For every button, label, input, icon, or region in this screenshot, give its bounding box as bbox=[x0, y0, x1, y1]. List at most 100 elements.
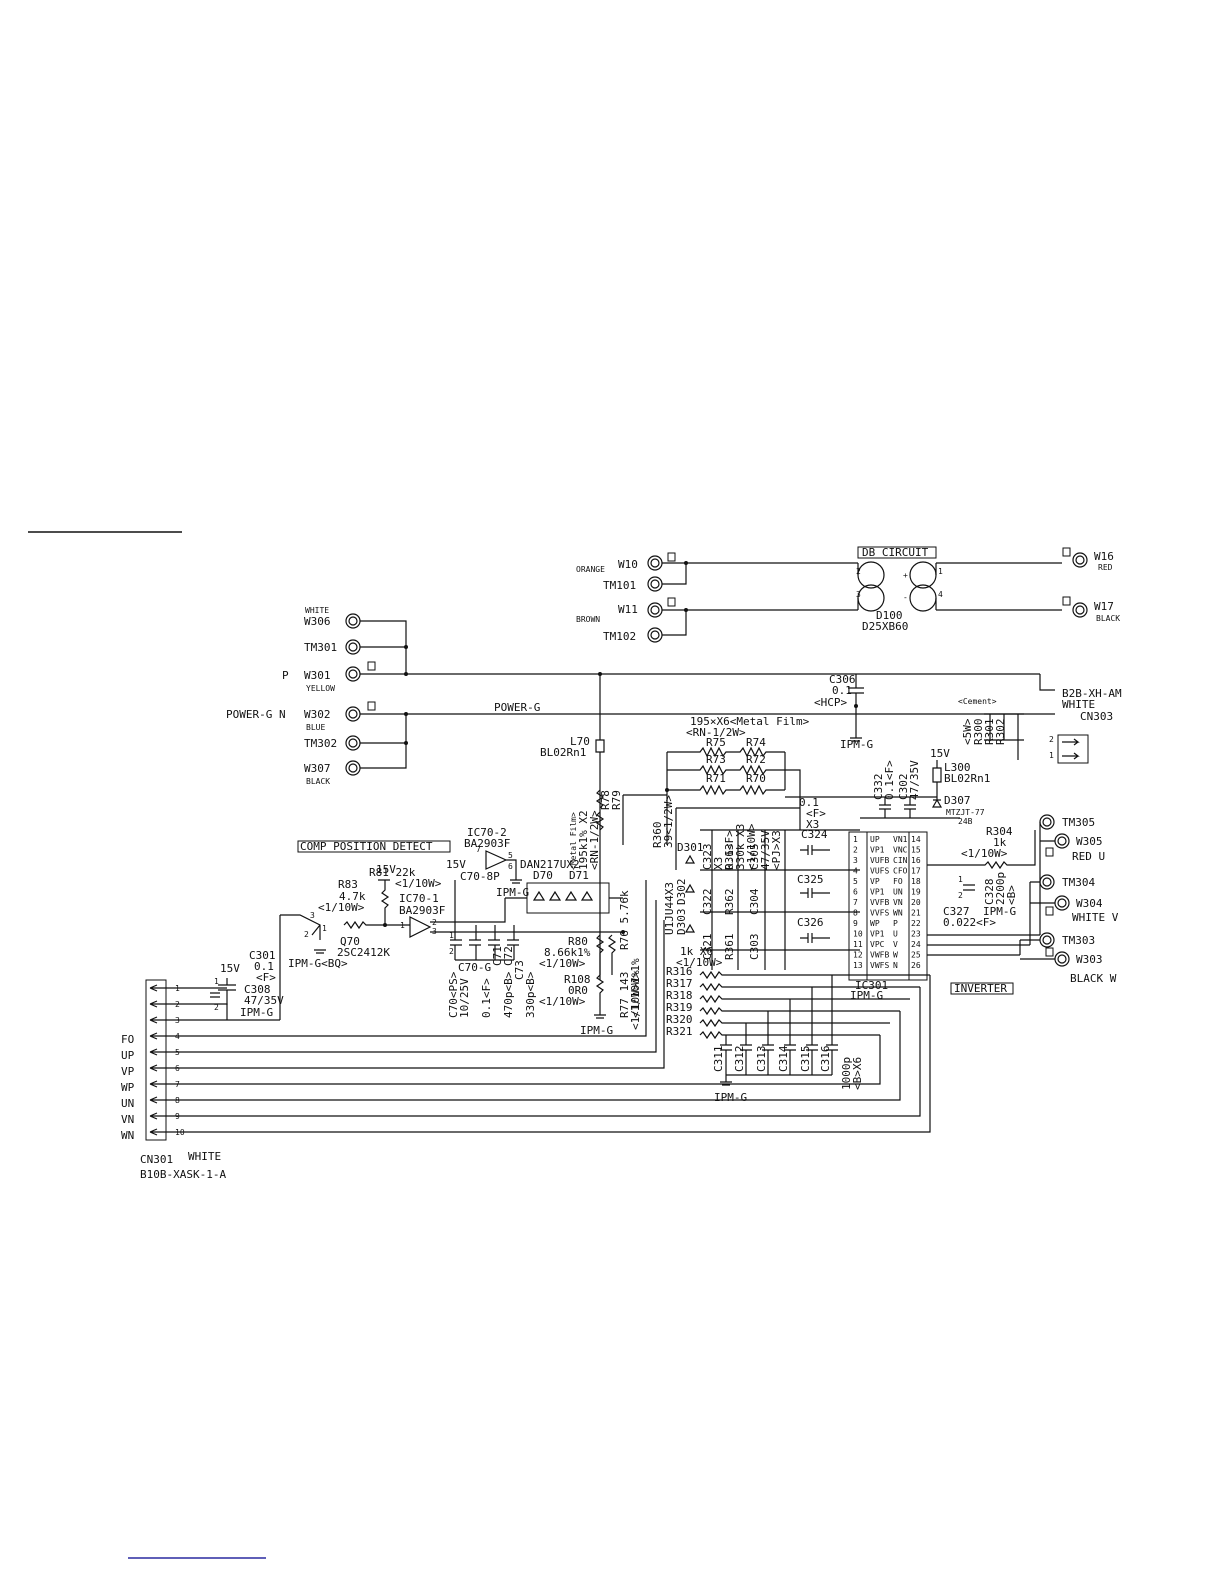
v15-label: 15V bbox=[446, 858, 466, 871]
w17-color: BLACK bbox=[1096, 614, 1120, 623]
tm303-terminal[interactable] bbox=[1039, 932, 1055, 948]
ic301-pin-right-name: U bbox=[893, 930, 898, 939]
cn301-pin-arrow bbox=[149, 984, 166, 992]
w305-terminal[interactable] bbox=[1054, 833, 1070, 849]
r316-ref: R316 bbox=[666, 965, 693, 978]
c70-g-label: C70-G bbox=[458, 961, 491, 974]
c303-ref: C303 bbox=[748, 934, 761, 961]
w303-terminal[interactable] bbox=[1054, 951, 1070, 967]
d100-part: D25XB60 bbox=[862, 620, 908, 633]
svg-text:2: 2 bbox=[304, 930, 309, 939]
c326-ref: C326 bbox=[797, 916, 824, 929]
tm304-label: TM304 bbox=[1062, 876, 1095, 889]
c302-value: 47/35V bbox=[908, 760, 921, 800]
w302-terminal[interactable] bbox=[345, 706, 361, 722]
comp-position-detect-block: COMP POSITION DETECT DAN217UX2 D70 D71 1… bbox=[280, 840, 623, 1018]
cn301-pin-arrow bbox=[149, 1048, 166, 1056]
w307-terminal[interactable] bbox=[345, 760, 361, 776]
cn301-signal-vn: VN bbox=[121, 1113, 134, 1126]
output-terminals: TM305 W305 RED U TM304 W304 WHITE V TM30… bbox=[927, 814, 1119, 985]
svg-text:2: 2 bbox=[856, 567, 861, 576]
w304-terminal[interactable] bbox=[1054, 895, 1070, 911]
ic301-pin-left-name: VWFS bbox=[870, 961, 889, 970]
cn303-ref: CN303 bbox=[1080, 710, 1113, 723]
ic301-pin-right-number: 16 bbox=[911, 856, 921, 865]
c324-type: <F> bbox=[806, 807, 826, 820]
w17-terminal[interactable] bbox=[1072, 602, 1088, 618]
tm305-terminal[interactable] bbox=[1039, 814, 1055, 830]
ic301-pin-right-number: 21 bbox=[911, 909, 921, 918]
ic301-pin-right-name: N bbox=[893, 961, 898, 970]
svg-text:1: 1 bbox=[214, 977, 219, 986]
w306-terminal[interactable] bbox=[345, 613, 361, 629]
ic301-pin-left-name: VVFS bbox=[870, 909, 889, 918]
d301-part: U1JU44X3 bbox=[663, 882, 676, 935]
rx6-power: <1/10W> bbox=[676, 956, 723, 969]
r36x-power: <1/10W> bbox=[745, 823, 758, 870]
w301-terminal[interactable] bbox=[345, 666, 361, 682]
l300-part: BL02Rn1 bbox=[944, 772, 990, 785]
c328-ref: C328 bbox=[983, 879, 996, 906]
c313-ref: C313 bbox=[755, 1046, 768, 1073]
c322-ref: C322 bbox=[701, 889, 714, 916]
bootstrap-block: R360 39<1/2W> D301 U1JU44X3 D302 D303 1k… bbox=[651, 795, 860, 970]
w302-prefix: POWER-G N bbox=[226, 708, 286, 721]
caps-mid-x3: X3 bbox=[712, 857, 725, 870]
tm302-label: TM302 bbox=[304, 737, 337, 750]
c328-value: 2200p bbox=[994, 872, 1007, 905]
w11-terminal[interactable] bbox=[647, 602, 663, 618]
c327-value: 0.022<F> bbox=[943, 916, 996, 929]
c325-ref: C325 bbox=[797, 873, 824, 886]
c31x-value: 1000p bbox=[840, 1057, 853, 1090]
d100-ref: D100 bbox=[876, 609, 903, 622]
c71-value: 0.1<F> bbox=[480, 978, 493, 1018]
tm102-terminal[interactable] bbox=[647, 627, 663, 643]
cn303-part: B2B-XH-AM bbox=[1062, 687, 1122, 700]
c314-ref: C314 bbox=[777, 1045, 790, 1072]
rn-top-spec: 195×X6<Metal Film> bbox=[690, 715, 810, 728]
r79-ref: R79 bbox=[610, 790, 623, 810]
ic301-pin-right-name: CFO bbox=[893, 867, 908, 876]
w307-color: BLACK bbox=[306, 777, 330, 786]
cn303-block: <Cement> <5W> R300 R301 R302 B2B-XH-AM W… bbox=[958, 674, 1122, 764]
ic301-pin-left-name: VPC bbox=[870, 940, 885, 949]
ic301-pin-right-number: 17 bbox=[911, 867, 921, 876]
c306-value: 0.1 bbox=[832, 684, 852, 697]
r363-ref: R363 bbox=[723, 844, 736, 871]
w16-label: W16 bbox=[1094, 550, 1114, 563]
r83-ref: R83 bbox=[338, 878, 358, 891]
w304-label: W304 bbox=[1076, 897, 1103, 910]
r321-ref: R321 bbox=[666, 1025, 693, 1038]
cn301-body[interactable] bbox=[145, 979, 167, 1141]
ic301-pin-right-name: FO bbox=[893, 877, 903, 886]
c70-value: 10/25V bbox=[458, 978, 471, 1018]
r80-power: <1/10W> bbox=[539, 957, 586, 970]
tm301-terminal[interactable] bbox=[345, 639, 361, 655]
cn301-pin-arrow bbox=[149, 1080, 166, 1088]
r77-power: <1/10W>1% bbox=[629, 958, 642, 1018]
cn303-connector[interactable] bbox=[1057, 734, 1089, 764]
tm304-terminal[interactable] bbox=[1039, 874, 1055, 890]
ic301-pin-left-number: 12 bbox=[853, 951, 863, 960]
ic301-pin-left-number: 4 bbox=[853, 867, 858, 876]
cn301-signal-vp: VP bbox=[121, 1065, 135, 1078]
ipm-supply-block: C332 0.1<F> C302 47/35V 15V L300 BL02Rn1… bbox=[785, 747, 990, 943]
tm101-terminal[interactable] bbox=[647, 576, 663, 592]
db-circuit-label: DB CIRCUIT bbox=[862, 546, 929, 559]
c324-value: 0.1 bbox=[799, 796, 819, 809]
svg-text:2: 2 bbox=[958, 891, 963, 900]
ic301-pin-right-name: VN1 bbox=[893, 835, 908, 844]
r73-label: R73 bbox=[706, 753, 726, 766]
c301-c308-block: C301 0.1 <F> 15V C308 47/35V IPM-G 1 2 bbox=[210, 915, 284, 1020]
ipm-g-label-2: IPM-G bbox=[496, 886, 529, 899]
tm302-terminal[interactable] bbox=[345, 735, 361, 751]
c315-ref: C315 bbox=[799, 1046, 812, 1073]
ic70-1-ref: IC70-1 bbox=[399, 892, 439, 905]
w301-label: W301 bbox=[304, 669, 331, 682]
c70-8p-label: C70-8P bbox=[460, 870, 500, 883]
w16-terminal[interactable] bbox=[1072, 552, 1088, 568]
r300s-power: <5W> bbox=[961, 718, 974, 745]
power-g-label: POWER-G bbox=[494, 701, 540, 714]
w10-terminal[interactable] bbox=[647, 555, 663, 571]
